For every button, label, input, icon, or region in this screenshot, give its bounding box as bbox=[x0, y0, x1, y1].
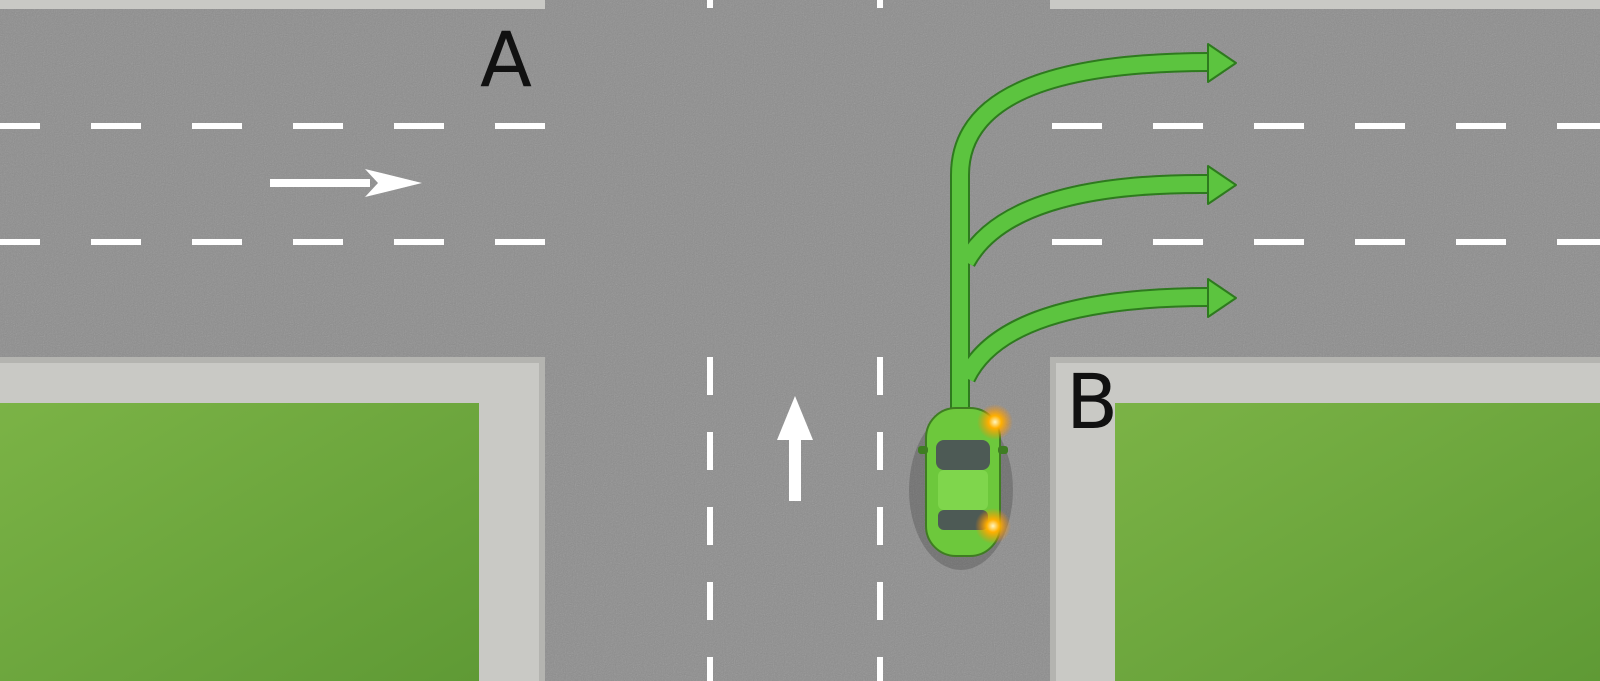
label-b: B bbox=[1066, 357, 1118, 446]
block-bottom-left bbox=[0, 357, 545, 681]
lane-line-vertical-right bbox=[877, 0, 883, 681]
lane-line-horizontal-lower-right bbox=[1052, 239, 1600, 245]
arrow-right-icon bbox=[270, 169, 422, 197]
curb-bottom-right-h bbox=[1050, 357, 1600, 363]
sidewalk-top-left bbox=[0, 0, 545, 9]
arrow-up-icon bbox=[777, 396, 813, 501]
grass-bottom-left bbox=[0, 403, 479, 681]
curb-bottom-left-v bbox=[539, 357, 545, 681]
sidewalk-top-right bbox=[1050, 0, 1600, 9]
turn-signal-rear-icon bbox=[975, 508, 1011, 544]
lane-line-horizontal-lower-left bbox=[0, 239, 545, 245]
turn-path-arrows bbox=[950, 43, 1237, 420]
car-windshield bbox=[936, 440, 990, 470]
lane-line-horizontal-upper-left bbox=[0, 123, 545, 129]
block-bottom-right bbox=[1050, 357, 1600, 681]
path-arrow-to-lower-lane bbox=[956, 278, 1237, 383]
lane-line-vertical-left bbox=[707, 0, 713, 681]
car-mirror-right bbox=[998, 446, 1008, 454]
curb-bottom-left-h bbox=[0, 357, 545, 363]
label-a: A bbox=[480, 15, 532, 104]
turn-signal-front-icon bbox=[977, 404, 1013, 440]
car-mirror-left bbox=[918, 446, 928, 454]
path-arrow-to-middle-lane bbox=[957, 165, 1237, 268]
curb-bottom-right-v bbox=[1050, 357, 1056, 681]
path-arrow-to-upper-lane bbox=[950, 43, 1237, 410]
lane-line-horizontal-upper-right bbox=[1052, 123, 1600, 129]
car-roof bbox=[938, 470, 988, 510]
grass-bottom-right bbox=[1115, 403, 1600, 681]
car-icon bbox=[909, 404, 1013, 570]
